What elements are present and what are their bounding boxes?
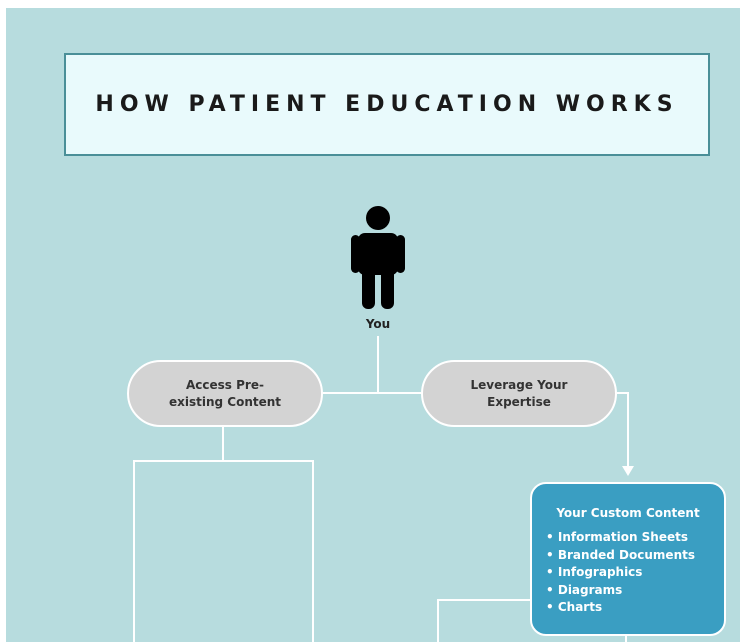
- node-leverage-label: Leverage Your Expertise: [470, 378, 568, 409]
- custom-content-box: Your Custom Content Information Sheets B…: [530, 482, 726, 636]
- list-item: Infographics: [546, 564, 724, 582]
- connector-custom-left: [437, 599, 530, 642]
- list-item: Charts: [546, 599, 724, 617]
- diagram-canvas: HOW PATIENT EDUCATION WORKS You Access P…: [6, 8, 740, 642]
- custom-content-list: Information Sheets Branded Documents Inf…: [546, 529, 724, 617]
- node-access-label: Access Pre-existing Content: [168, 378, 282, 409]
- list-item: Diagrams: [546, 582, 724, 600]
- node-leverage-expertise: Leverage Your Expertise: [421, 360, 617, 427]
- connector-right-arrow: [617, 392, 629, 467]
- page-title: HOW PATIENT EDUCATION WORKS: [95, 92, 679, 117]
- custom-content-title: Your Custom Content: [556, 506, 700, 520]
- list-item: Branded Documents: [546, 547, 724, 565]
- connector-lines: [133, 336, 634, 642]
- arrowhead: [622, 466, 634, 476]
- title-box: HOW PATIENT EDUCATION WORKS: [64, 53, 710, 156]
- you-label: You: [365, 317, 391, 331]
- node-access-content: Access Pre-existing Content: [127, 360, 323, 427]
- connector-left-box: [133, 460, 314, 642]
- list-item: Information Sheets: [546, 529, 724, 547]
- person-icon: [351, 206, 405, 309]
